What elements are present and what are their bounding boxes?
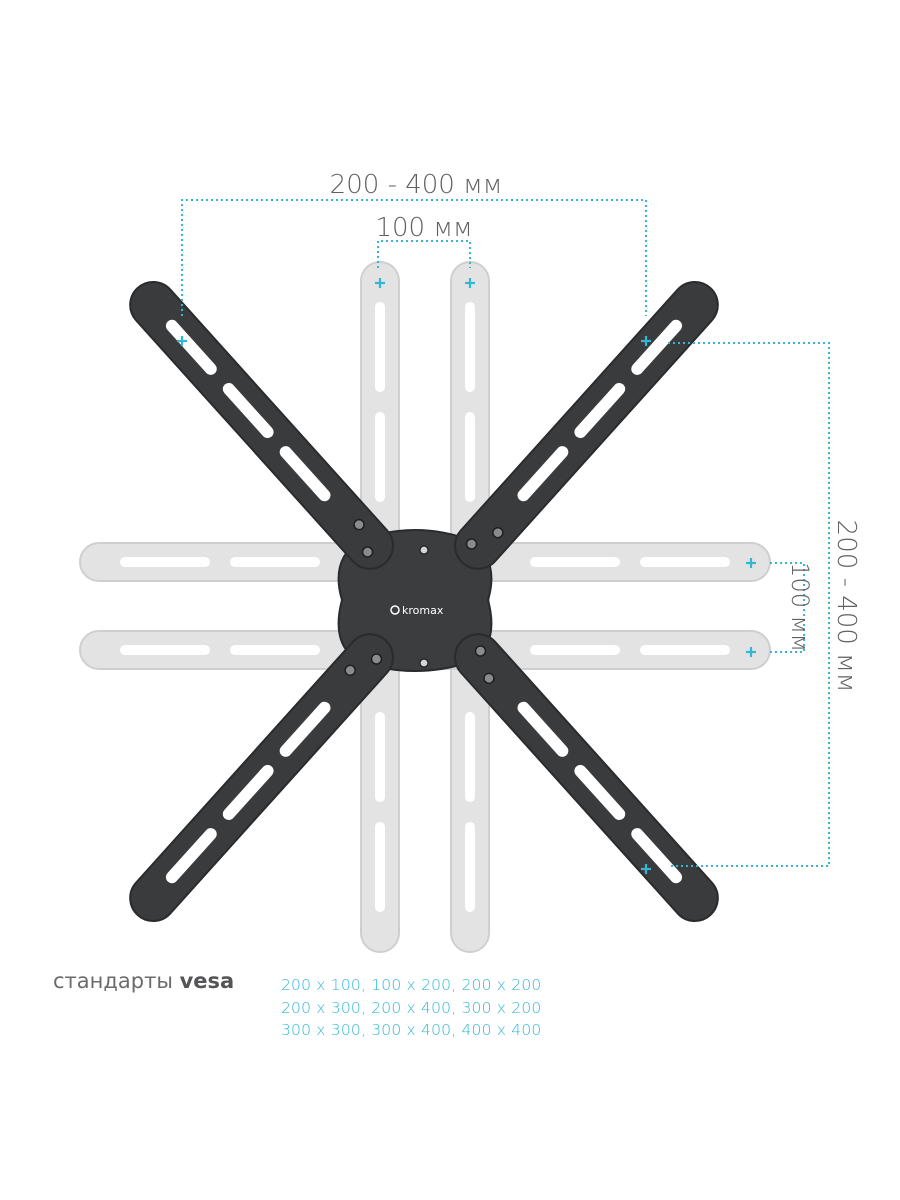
dimension-lines [181,199,830,867]
inner-horizontal-line [377,240,471,268]
standards-caption: стандарты vesa [53,969,234,993]
outer-vertical-line [668,342,830,867]
standards-row: 200 x 300, 200 x 400, 300 x 200 [281,998,542,1017]
inner-vertical-label: 100 мм [786,562,814,652]
standards-list: 200 x 100, 100 x 200, 200 x 200 200 x 30… [281,974,542,1042]
standards-row: 200 x 100, 100 x 200, 200 x 200 [281,976,542,994]
outer-horizontal-label: 200 - 400 мм [330,170,503,200]
standards-caption-bold: vesa [179,969,235,993]
kromax-logo: kromax [390,604,444,617]
outer-vertical-label: 200 - 400 мм [831,520,861,693]
standards-caption-prefix: стандарты [53,969,173,993]
inner-horizontal-label: 100 мм [375,213,472,243]
inner-vertical-line [770,562,805,653]
logo-text: kromax [402,604,444,617]
standards-row: 300 x 300, 300 x 400, 400 x 400 [281,1021,542,1039]
